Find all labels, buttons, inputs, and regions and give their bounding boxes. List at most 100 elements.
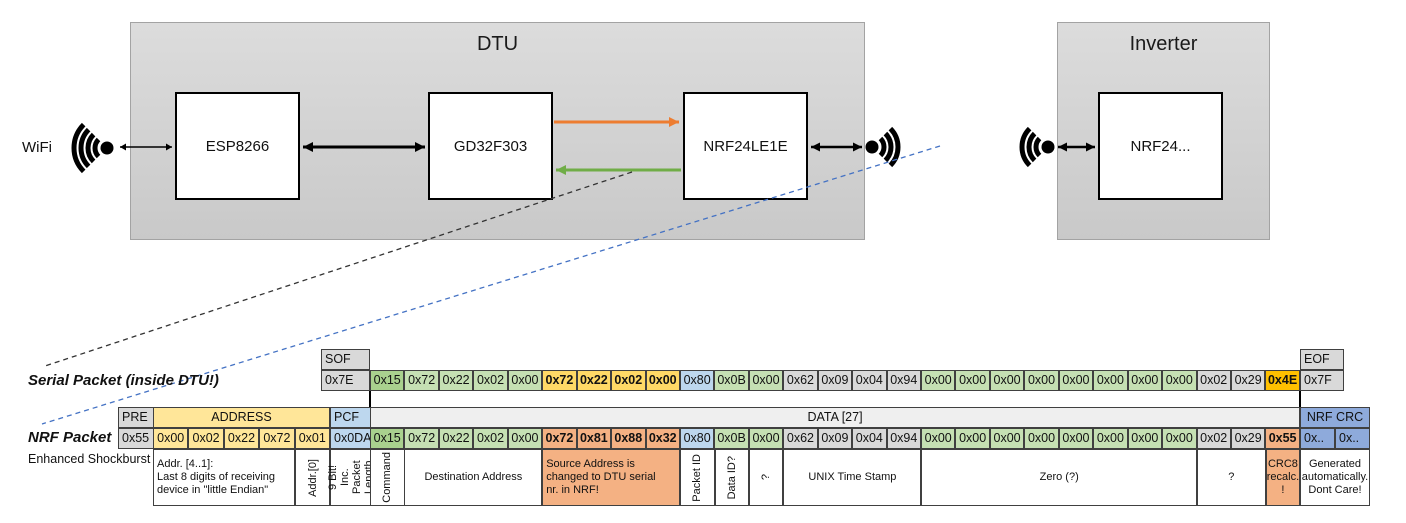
wifi-icon-left-wave	[78, 127, 91, 169]
annotation-dest: Destination Address	[404, 449, 543, 506]
byte-cell: 0x00	[955, 370, 990, 391]
byte-cell: 0x09	[817, 428, 853, 449]
byte-cell: 0x00	[955, 428, 990, 449]
byte-cell: 0x04	[852, 370, 887, 391]
wifi-label: WiFi	[22, 139, 52, 156]
annotation-addr41: Addr. [4..1]: Last 8 digits of receiving…	[153, 449, 295, 506]
byte-cell: 0x72	[259, 428, 295, 449]
wifi-icon-inverter-wave	[1033, 136, 1042, 158]
arrow-wifi-esp8266-head	[120, 143, 126, 151]
nrf-pre-value: 0x55	[118, 428, 154, 449]
byte-cell: 0x00	[921, 370, 956, 391]
byte-cell: 0x01	[294, 428, 330, 449]
nrf-crc-bytes-row: 0x..0x..	[1300, 428, 1370, 449]
byte-cell: 0x80	[679, 370, 715, 391]
component-gd32f303: GD32F303	[428, 92, 553, 200]
wifi-icon-dtu-right-wave	[883, 131, 894, 163]
byte-cell: 0x72	[542, 428, 577, 449]
dtu-title: DTU	[476, 33, 519, 55]
byte-cell: 0x0B	[714, 370, 749, 391]
wifi-icon-inverter-dot	[1041, 140, 1055, 154]
wifi-icon-left-dot	[100, 141, 114, 155]
byte-cell: 0x00	[1024, 428, 1059, 449]
byte-cell: 0x00	[921, 428, 956, 449]
serial-eof-value: 0x7F	[1300, 370, 1344, 391]
serial-packet-label: Serial Packet (inside DTU!)	[28, 372, 219, 389]
byte-cell: 0x..	[1300, 428, 1335, 449]
byte-cell: 0x22	[223, 428, 260, 449]
byte-cell: 0x22	[438, 370, 474, 391]
byte-cell: 0x55	[1265, 428, 1300, 449]
wifi-icon-dtu-right-dot	[865, 140, 879, 154]
component-nrf24le1e: NRF24LE1E	[683, 92, 808, 200]
annotation-gen: Generated automatically. Dont Care!	[1300, 449, 1370, 506]
byte-cell: 0x00	[989, 370, 1025, 391]
nrf-pcf-value: 0x0DA	[330, 428, 372, 449]
byte-cell: 0x81	[576, 428, 612, 449]
annotation-dataid: Data ID?	[714, 449, 749, 506]
component-nrf24-inverter: NRF24...	[1098, 92, 1223, 200]
annotation-addr0: Addr.[0]	[294, 449, 331, 506]
byte-cell: 0x00	[507, 370, 543, 391]
byte-cell: 0x02	[1196, 428, 1231, 449]
annotation-unix: UNIX Time Stamp	[783, 449, 922, 506]
byte-cell: 0x22	[438, 428, 474, 449]
byte-cell: 0x62	[783, 370, 818, 391]
byte-cell: 0x72	[404, 428, 439, 449]
wifi-icon-dtu-right-wave	[878, 136, 887, 158]
nrf-packet-label: NRF Packet	[28, 429, 112, 446]
serial-eof-header: EOF	[1300, 349, 1344, 370]
byte-cell: 0x00	[153, 428, 189, 449]
byte-cell: 0x15	[370, 370, 405, 391]
byte-cell: 0x00	[989, 428, 1025, 449]
byte-cell: 0x0B	[714, 428, 749, 449]
byte-cell: 0x04	[852, 428, 887, 449]
byte-cell: 0x15	[370, 428, 405, 449]
byte-cell: 0x..	[1335, 428, 1370, 449]
byte-cell: 0x02	[188, 428, 224, 449]
byte-cell: 0x02	[473, 428, 508, 449]
right-alignment-connector	[1299, 390, 1301, 408]
byte-cell: 0x22	[576, 370, 612, 391]
wifi-icon-dtu-right-wave	[888, 126, 901, 168]
byte-cell: 0x00	[1093, 428, 1128, 449]
byte-cell: 0x00	[645, 370, 680, 391]
byte-cell: 0x00	[1093, 370, 1128, 391]
wifi-icon-left-wave	[92, 137, 101, 159]
nrf-data-header: DATA [27]	[370, 407, 1300, 428]
annotation-command: Command	[370, 449, 405, 506]
nrf-crc-header: NRF CRC	[1300, 407, 1370, 428]
serial-sof-value: 0x7E	[321, 370, 370, 391]
byte-cell: 0x4E	[1265, 370, 1300, 391]
inverter-title: Inverter	[1129, 33, 1198, 55]
wifi-icon-inverter-wave	[1019, 126, 1032, 168]
byte-cell: 0x02	[473, 370, 508, 391]
wifi-icon-inverter-wave	[1026, 131, 1037, 163]
byte-cell: 0x00	[1058, 428, 1094, 449]
nrf-address-header: ADDRESS	[153, 407, 330, 428]
byte-cell: 0x00	[1127, 370, 1163, 391]
annotation-q2: ?	[1196, 449, 1266, 506]
byte-cell: 0x09	[817, 370, 853, 391]
byte-cell: 0x29	[1230, 428, 1266, 449]
byte-cell: 0x00	[1058, 370, 1094, 391]
byte-cell: 0x62	[783, 428, 818, 449]
byte-cell: 0x00	[1162, 370, 1197, 391]
byte-cell: 0x00	[1127, 428, 1163, 449]
annotation-q1: ?	[749, 449, 784, 506]
annotation-crc8: CRC8 recalc. !	[1265, 449, 1301, 506]
serial-sof-header: SOF	[321, 349, 370, 370]
byte-cell: 0x00	[748, 428, 784, 449]
byte-cell: 0x94	[886, 428, 921, 449]
byte-cell: 0x00	[1024, 370, 1059, 391]
byte-cell: 0x72	[404, 370, 439, 391]
byte-cell: 0x02	[1196, 370, 1231, 391]
byte-cell: 0x29	[1230, 370, 1266, 391]
byte-cell: 0x00	[507, 428, 543, 449]
enhanced-shockburst-label: Enhanced Shockburst	[28, 452, 151, 466]
annotation-pcf: 9 Bit! Inc. Packet Length	[327, 449, 375, 506]
